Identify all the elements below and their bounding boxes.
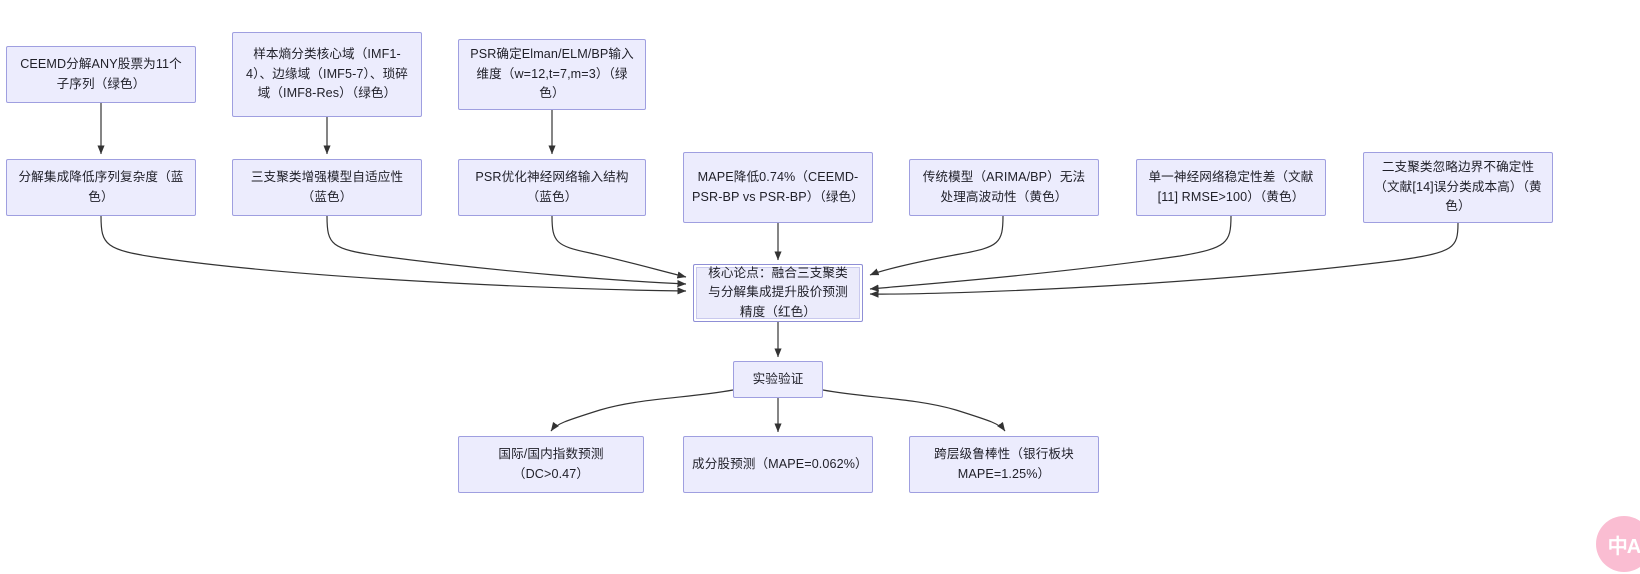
edge-psropt-to-core — [551, 215, 687, 279]
edge-decomp-to-core — [100, 215, 687, 295]
node-decomposition-complexity[interactable]: 分解集成降低序列复杂度（蓝色） — [6, 159, 196, 216]
node-label: 二支聚类忽略边界不确定性（文献[14]误分类成本高）（黄色） — [1374, 160, 1542, 214]
edge-traditional-to-core — [869, 215, 1004, 276]
edge-validation-to-robust — [822, 389, 1006, 432]
node-experiment-validation[interactable]: 实验验证 — [733, 361, 823, 398]
node-label: 跨层级鲁棒性（银行板块MAPE=1.25%） — [934, 446, 1074, 481]
edge-cluster-to-core — [326, 215, 687, 288]
node-label: PSR优化神经网络输入结构（蓝色） — [475, 169, 629, 204]
node-core-claim[interactable]: 核心论点：融合三支聚类与分解集成提升股价预测精度（红色） — [693, 264, 863, 322]
node-label: 传统模型（ARIMA/BP）无法处理高波动性（黄色） — [922, 169, 1086, 204]
edge-twoway-to-core — [869, 222, 1459, 298]
node-traditional-model-limit[interactable]: 传统模型（ARIMA/BP）无法处理高波动性（黄色） — [909, 159, 1099, 216]
node-single-network-stability[interactable]: 单一神经网络稳定性差（文献[11] RMSE>100）（黄色） — [1136, 159, 1326, 216]
translate-icon-label: 中A — [1607, 535, 1640, 558]
edge-singlenn-to-core — [869, 215, 1232, 292]
node-label: 单一神经网络稳定性差（文献[11] RMSE>100）（黄色） — [1148, 169, 1314, 204]
node-label: 国际/国内指数预测（DC>0.47） — [498, 446, 604, 481]
node-index-forecast[interactable]: 国际/国内指数预测（DC>0.47） — [458, 436, 644, 493]
node-cross-level-robustness[interactable]: 跨层级鲁棒性（银行板块MAPE=1.25%） — [909, 436, 1099, 493]
node-constituent-stock-forecast[interactable]: 成分股预测（MAPE=0.062%） — [683, 436, 873, 493]
node-label: 成分股预测（MAPE=0.062%） — [692, 456, 868, 471]
node-label: MAPE降低0.74%（CEEMD-PSR-BP vs PSR-BP）（绿色） — [692, 169, 864, 204]
node-label: 样本熵分类核心域（IMF1-4）、边缘域（IMF5-7）、琐碎域（IMF8-Re… — [246, 47, 408, 101]
node-label: CEEMD分解ANY股票为11个子序列（绿色） — [20, 56, 182, 91]
edge-validation-to-index — [550, 389, 734, 432]
node-label: 三支聚类增强模型自适应性（蓝色） — [250, 169, 404, 204]
node-ceemd-decomposition[interactable]: CEEMD分解ANY股票为11个子序列（绿色） — [6, 46, 196, 103]
node-three-way-clustering[interactable]: 三支聚类增强模型自适应性（蓝色） — [232, 159, 422, 216]
node-psr-input-dimension[interactable]: PSR确定Elman/ELM/BP输入维度（w=12,t=7,m=3）（绿色） — [458, 39, 646, 110]
translate-icon[interactable]: 中A — [1596, 516, 1640, 572]
node-label: 实验验证 — [752, 371, 804, 386]
node-psr-optimize-network[interactable]: PSR优化神经网络输入结构（蓝色） — [458, 159, 646, 216]
node-label: PSR确定Elman/ELM/BP输入维度（w=12,t=7,m=3）（绿色） — [470, 47, 634, 101]
node-mape-improvement[interactable]: MAPE降低0.74%（CEEMD-PSR-BP vs PSR-BP）（绿色） — [683, 152, 873, 223]
node-sample-entropy-classification[interactable]: 样本熵分类核心域（IMF1-4）、边缘域（IMF5-7）、琐碎域（IMF8-Re… — [232, 32, 422, 117]
node-label: 核心论点：融合三支聚类与分解集成提升股价预测精度（红色） — [708, 265, 848, 319]
node-two-way-clustering-limit[interactable]: 二支聚类忽略边界不确定性（文献[14]误分类成本高）（黄色） — [1363, 152, 1553, 223]
node-label: 分解集成降低序列复杂度（蓝色） — [18, 169, 184, 204]
